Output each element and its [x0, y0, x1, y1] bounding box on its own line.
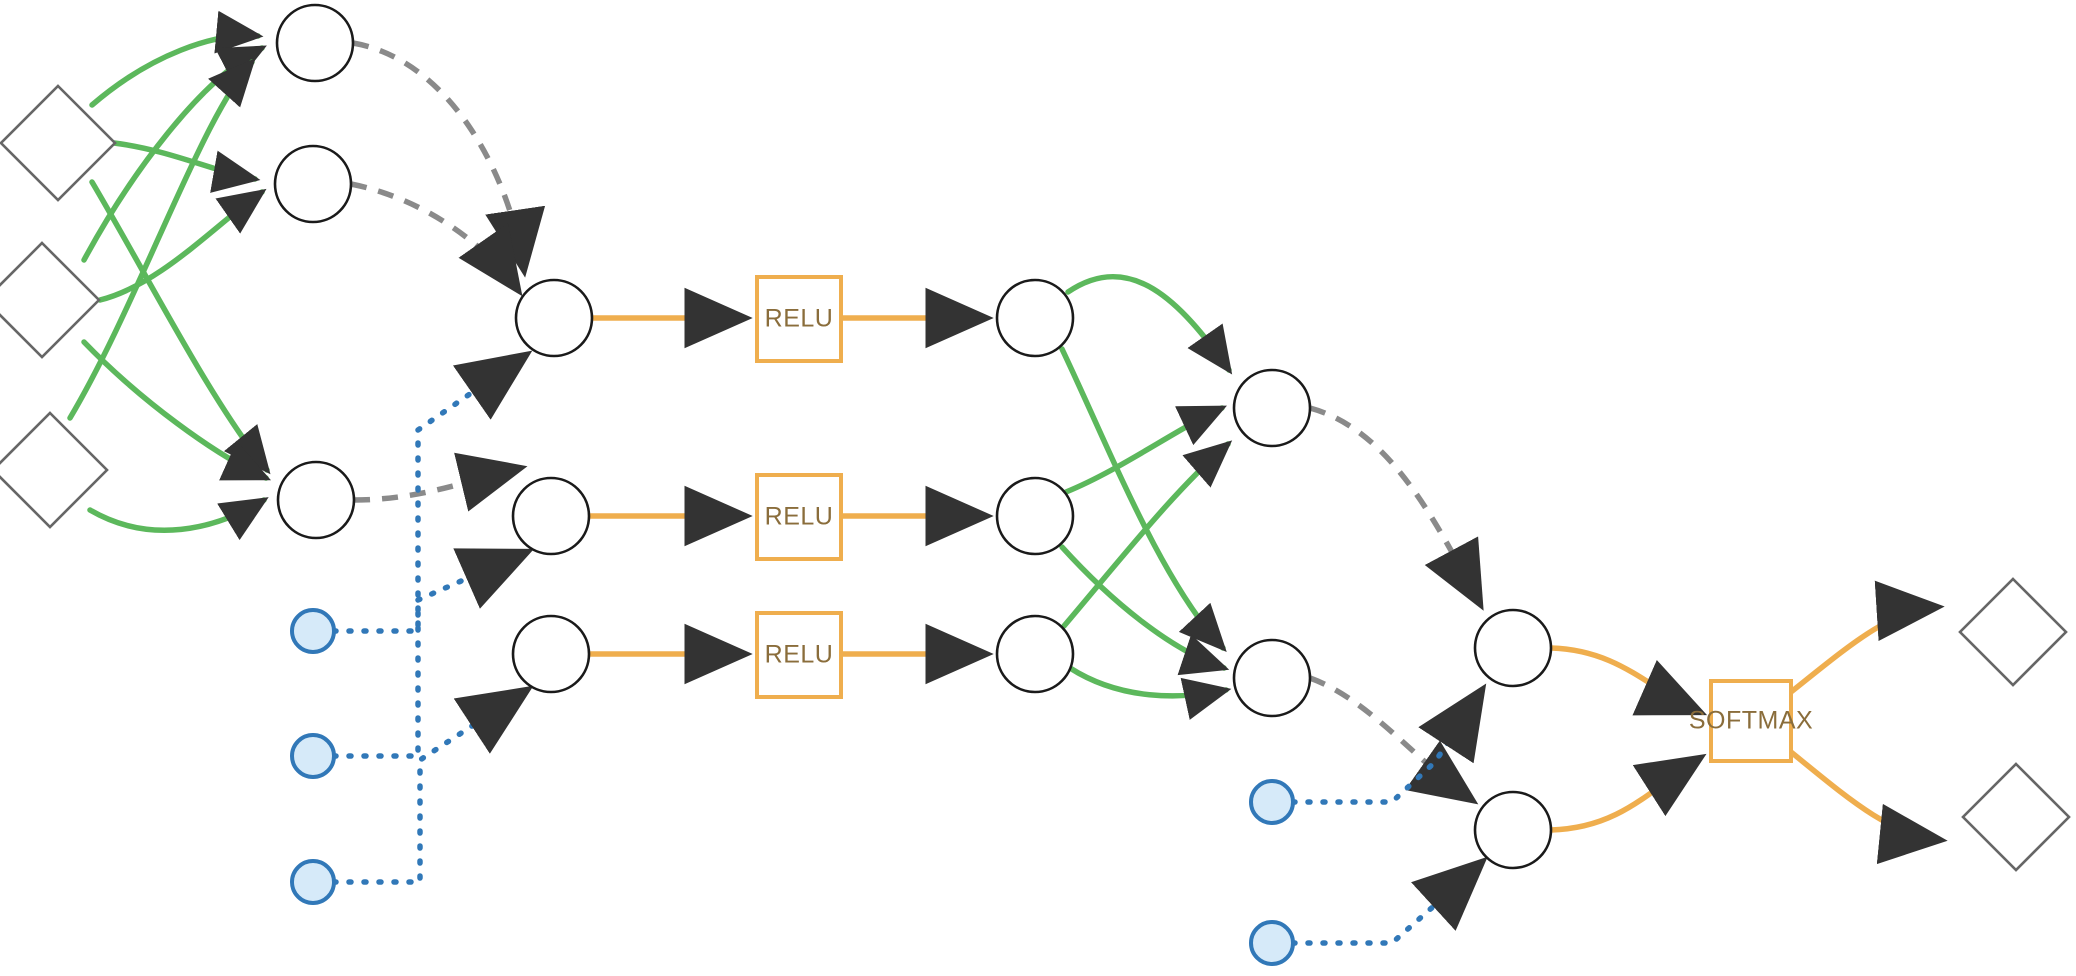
weighted-edges-layer3-layer4: [1059, 273, 1233, 720]
operation-boxes: RELU RELU RELU SOFTMAX: [755, 275, 1813, 763]
relu-label: RELU: [765, 305, 834, 333]
neuron-node[interactable]: [1473, 608, 1553, 688]
output-tensor-node[interactable]: [1958, 577, 2068, 687]
relu-op-3[interactable]: RELU: [755, 611, 843, 699]
relu-label: RELU: [765, 641, 834, 669]
neuron-node[interactable]: [995, 278, 1075, 358]
relu-box[interactable]: [755, 611, 843, 699]
bias-nodes: [290, 608, 1295, 966]
edge-b3-p3: [331, 685, 534, 885]
softmax-label: SOFTMAX: [1689, 707, 1813, 735]
neuron-node[interactable]: [275, 3, 355, 83]
edge-b2-p2: [331, 548, 535, 759]
input-tensor-node[interactable]: [0, 241, 101, 359]
bias-edges-left: [331, 350, 535, 885]
edge-h1-p1: [352, 40, 546, 278]
input-tensor-node[interactable]: [0, 84, 117, 202]
neuron-node[interactable]: [1232, 368, 1312, 448]
edge-in1-h2: [111, 140, 261, 193]
relu-box[interactable]: [755, 473, 843, 561]
weighted-edges-input-layer1: [67, 10, 272, 541]
output-nodes: [1958, 577, 2071, 872]
bias-node[interactable]: [1249, 779, 1295, 825]
edge-a1-m1: [1065, 273, 1233, 375]
activation-edges-softmax: [1548, 580, 1948, 865]
edge-h3-p2: [353, 452, 528, 512]
edge-in2-h3: [81, 339, 272, 481]
bias-node[interactable]: [290, 859, 336, 905]
edge-a3-m2: [1067, 665, 1232, 720]
bias-node[interactable]: [290, 608, 336, 654]
neuron-node[interactable]: [273, 144, 353, 224]
edge-softmax-out1: [1788, 580, 1945, 695]
edge-in3-h1: [67, 57, 256, 421]
activation-edges-relu: [589, 287, 994, 685]
bias-node[interactable]: [1249, 920, 1295, 966]
edge-softmax-out2: [1788, 749, 1948, 865]
edge-in1-h3: [89, 179, 271, 475]
softmax-op[interactable]: SOFTMAX: [1689, 679, 1813, 763]
edge-in3-h3: [87, 497, 269, 541]
edge-in2-h2: [97, 188, 267, 303]
input-nodes: [0, 84, 117, 529]
edge-in1-h1: [89, 10, 264, 108]
neuron-node[interactable]: [1232, 638, 1312, 718]
edge-o2-softmax: [1548, 753, 1707, 833]
edge-a2-m2: [1059, 544, 1230, 676]
edge-b1-p1: [331, 350, 533, 634]
neuron-node[interactable]: [511, 476, 591, 556]
neuron-node[interactable]: [514, 278, 594, 358]
edge-a3-m1: [1061, 440, 1233, 629]
neuron-node[interactable]: [1473, 790, 1553, 870]
input-tensor-node[interactable]: [0, 411, 109, 529]
relu-label: RELU: [765, 503, 834, 531]
relu-box[interactable]: [755, 275, 843, 363]
neuron-nodes: [273, 3, 1553, 870]
output-tensor-node[interactable]: [1961, 762, 2071, 872]
relu-op-2[interactable]: RELU: [755, 473, 843, 561]
neuron-node[interactable]: [995, 614, 1075, 694]
neuron-node[interactable]: [511, 614, 591, 694]
edge-h2-p1: [350, 181, 523, 297]
edge-b5-o2: [1290, 856, 1488, 946]
neuron-node[interactable]: [276, 460, 356, 540]
bias-edges-right: [1290, 683, 1488, 946]
edge-b4-o1: [1290, 683, 1487, 805]
neuron-node[interactable]: [995, 476, 1075, 556]
identity-edges-layer1-layer2: [350, 40, 546, 512]
edge-a2-m1: [1063, 405, 1227, 495]
edge-m1-o1: [1309, 405, 1484, 611]
softmax-box[interactable]: [1709, 679, 1793, 763]
relu-op-1[interactable]: RELU: [755, 275, 843, 363]
bias-node[interactable]: [290, 733, 336, 779]
edge-a1-m2: [1059, 346, 1227, 653]
identity-edges-layer4-layer5: [1309, 405, 1484, 805]
edge-m2-o2: [1309, 675, 1479, 805]
edge-o1-softmax: [1548, 645, 1708, 716]
